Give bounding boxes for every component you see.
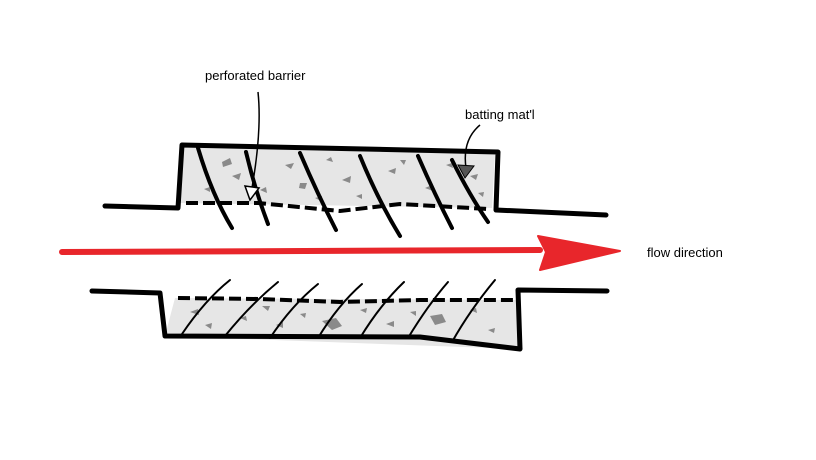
lower-batting-fibres (181, 279, 496, 343)
batting-leader-arrow (457, 124, 481, 179)
lower-pipe-wall (89, 287, 610, 352)
upper-batting-material (180, 146, 495, 208)
upper-pipe-wall (102, 142, 609, 218)
perforated-barrier-label: perforated barrier (205, 68, 306, 83)
upper-perforated-barrier (186, 201, 489, 214)
barrier-leader-arrow (243, 91, 261, 202)
lower-perforated-barrier (177, 296, 515, 305)
flow-arrow (59, 235, 621, 271)
flow-direction-label: flow direction (647, 245, 723, 260)
batting-material-label: batting mat'l (465, 107, 535, 122)
